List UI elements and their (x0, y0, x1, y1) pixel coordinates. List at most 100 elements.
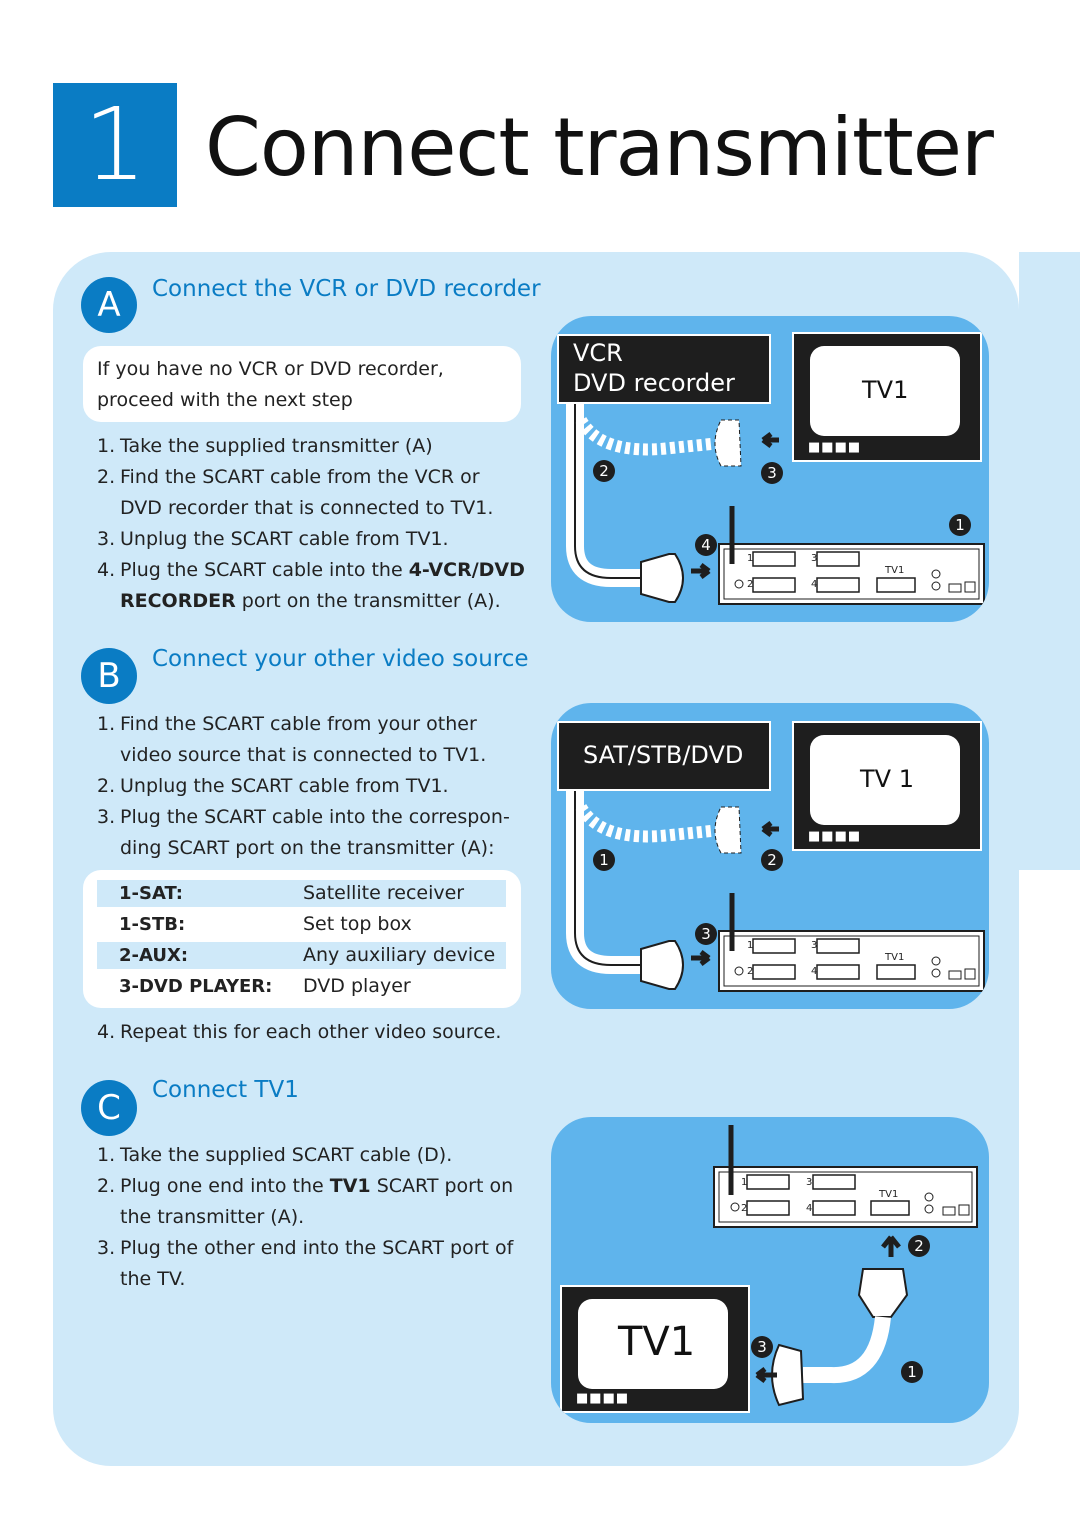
port-desc: Any auxiliary device (303, 944, 496, 966)
device-label: VCR (573, 339, 623, 367)
step-text: Find the SCART cable from your other (120, 713, 477, 735)
note-line: If you have no VCR or DVD recorder, (97, 358, 444, 380)
step-number: 1. (97, 435, 116, 457)
port-key: 1-SAT: (119, 883, 183, 904)
cable-illustration (566, 791, 985, 992)
section-c-badge: C (81, 1080, 137, 1136)
port-label: 3 (811, 940, 818, 951)
step-text-pre: Plug one end into the (120, 1175, 330, 1197)
port-key: 1-STB: (119, 914, 186, 935)
device-label-box: VCR DVD recorder (557, 334, 771, 404)
tv-screen: TV 1 (810, 735, 960, 825)
step-marker: 3 (761, 462, 783, 484)
step-number: 1. (97, 1144, 116, 1166)
step-marker: 4 (695, 534, 717, 556)
tv-label: TV1 (618, 1319, 696, 1365)
step-number: 3. (97, 806, 116, 828)
tv-buttons: ■■■■ (808, 440, 862, 455)
page-title: Connect transmitter (205, 101, 994, 194)
step-number: 2. (97, 1175, 116, 1197)
step-text: Plug the other end into the SCART port o… (120, 1237, 514, 1259)
port-desc: DVD player (303, 975, 411, 997)
device-label-box: SAT/STB/DVD (557, 721, 771, 791)
port-label: 1 (747, 553, 754, 564)
panel-extension (1019, 252, 1080, 870)
port-key: 3-DVD PLAYER: (119, 976, 273, 997)
step-text: Plug the SCART cable into the 4-VCR/DVD (120, 555, 525, 586)
step-text-post: SCART port on (370, 1175, 514, 1197)
port-label-tv1: TV1 (885, 565, 905, 576)
step-number: 4. (97, 559, 116, 581)
port-label: 1 (741, 1177, 748, 1188)
step-text: Plug the SCART cable into the correspon- (120, 806, 510, 828)
step-marker: 2 (761, 849, 783, 871)
section-a-note: If you have no VCR or DVD recorder, proc… (83, 346, 521, 422)
step-marker: 3 (695, 923, 717, 945)
step-marker: 2 (593, 460, 615, 482)
step-text: RECORDER port on the transmitter (A). (120, 586, 501, 617)
step-number: 2. (97, 775, 116, 797)
step-text: Find the SCART cable from the VCR or (120, 466, 480, 488)
step-number: 2. (97, 466, 116, 488)
tv-screen: TV1 (810, 346, 960, 436)
port-name: RECORDER (120, 590, 236, 612)
port-label: 1 (747, 940, 754, 951)
port-key: 2-AUX: (119, 945, 189, 966)
port-desc: Satellite receiver (303, 882, 465, 904)
port-label: 2 (747, 579, 754, 590)
step-text: the transmitter (A). (120, 1206, 305, 1228)
tv-screen: TV1 (578, 1299, 728, 1389)
tv-buttons: ■■■■ (808, 829, 862, 844)
port-label: 3 (806, 1177, 813, 1188)
port-label: 2 (747, 966, 754, 977)
diagram-b: SAT/STB/DVD TV 1 ■■■■ 1 2 3 4 TV1 1 2 3 (551, 703, 989, 1009)
step-text: Plug one end into the TV1 SCART port on (120, 1171, 513, 1202)
step-text: Take the supplied SCART cable (D). (120, 1144, 453, 1166)
diagram-a: VCR DVD recorder TV1 ■■■■ 1 2 3 4 TV1 2 … (551, 316, 989, 622)
table-row: 1-STB: Set top box (97, 911, 506, 938)
diagram-c: 1 2 3 4 TV1 TV1 ■■■■ 2 3 1 (551, 1117, 989, 1423)
step-number: 1. (97, 713, 116, 735)
step-marker: 1 (949, 514, 971, 536)
port-label-tv1: TV1 (885, 952, 905, 963)
port-label-tv1: TV1 (879, 1189, 899, 1200)
step-number: 3. (97, 528, 116, 550)
tv-icon: TV1 ■■■■ (792, 332, 982, 462)
step-text: video source that is connected to TV1. (120, 744, 487, 766)
tv-buttons: ■■■■ (576, 1391, 630, 1406)
port-desc: Set top box (303, 913, 412, 935)
step-number: 3. (97, 1237, 116, 1259)
port-label: 3 (811, 553, 818, 564)
step-text: Unplug the SCART cable from TV1. (120, 528, 449, 550)
transmitter-illustration (713, 1125, 978, 1407)
section-c-title: Connect TV1 (152, 1077, 299, 1103)
step-text: DVD recorder that is connected to TV1. (120, 497, 494, 519)
step-marker: 1 (593, 849, 615, 871)
step-text: the TV. (120, 1268, 186, 1290)
step-text: Unplug the SCART cable from TV1. (120, 775, 449, 797)
section-b-badge: B (81, 648, 137, 704)
chapter-number: 1 (53, 83, 177, 207)
device-label: SAT/STB/DVD (583, 741, 744, 769)
note-line: proceed with the next step (97, 389, 353, 411)
step-text-pre: Plug the SCART cable into the (120, 559, 409, 581)
step-marker: 3 (751, 1336, 773, 1358)
step-text-post: port on the transmitter (A). (235, 590, 501, 612)
port-label: 2 (741, 1203, 748, 1214)
cable-illustration (566, 404, 985, 605)
port-label: 4 (811, 579, 818, 590)
tv-label: TV 1 (860, 765, 914, 793)
step-marker: 1 (901, 1361, 923, 1383)
tv-icon: TV1 ■■■■ (560, 1285, 750, 1413)
step-text: Repeat this for each other video source. (120, 1021, 502, 1043)
table-row: 1-SAT: Satellite receiver (97, 880, 506, 907)
port-label: 4 (811, 966, 818, 977)
tv-label: TV1 (862, 376, 909, 404)
port-name: 4-VCR/DVD (408, 559, 525, 581)
section-a-title: Connect the VCR or DVD recorder (152, 276, 541, 302)
table-row: 3-DVD PLAYER: DVD player (97, 973, 506, 1000)
table-row: 2-AUX: Any auxiliary device (97, 942, 506, 969)
port-name: TV1 (329, 1175, 371, 1197)
step-text: Take the supplied transmitter (A) (120, 435, 433, 457)
step-text: ding SCART port on the transmitter (A): (120, 837, 495, 859)
